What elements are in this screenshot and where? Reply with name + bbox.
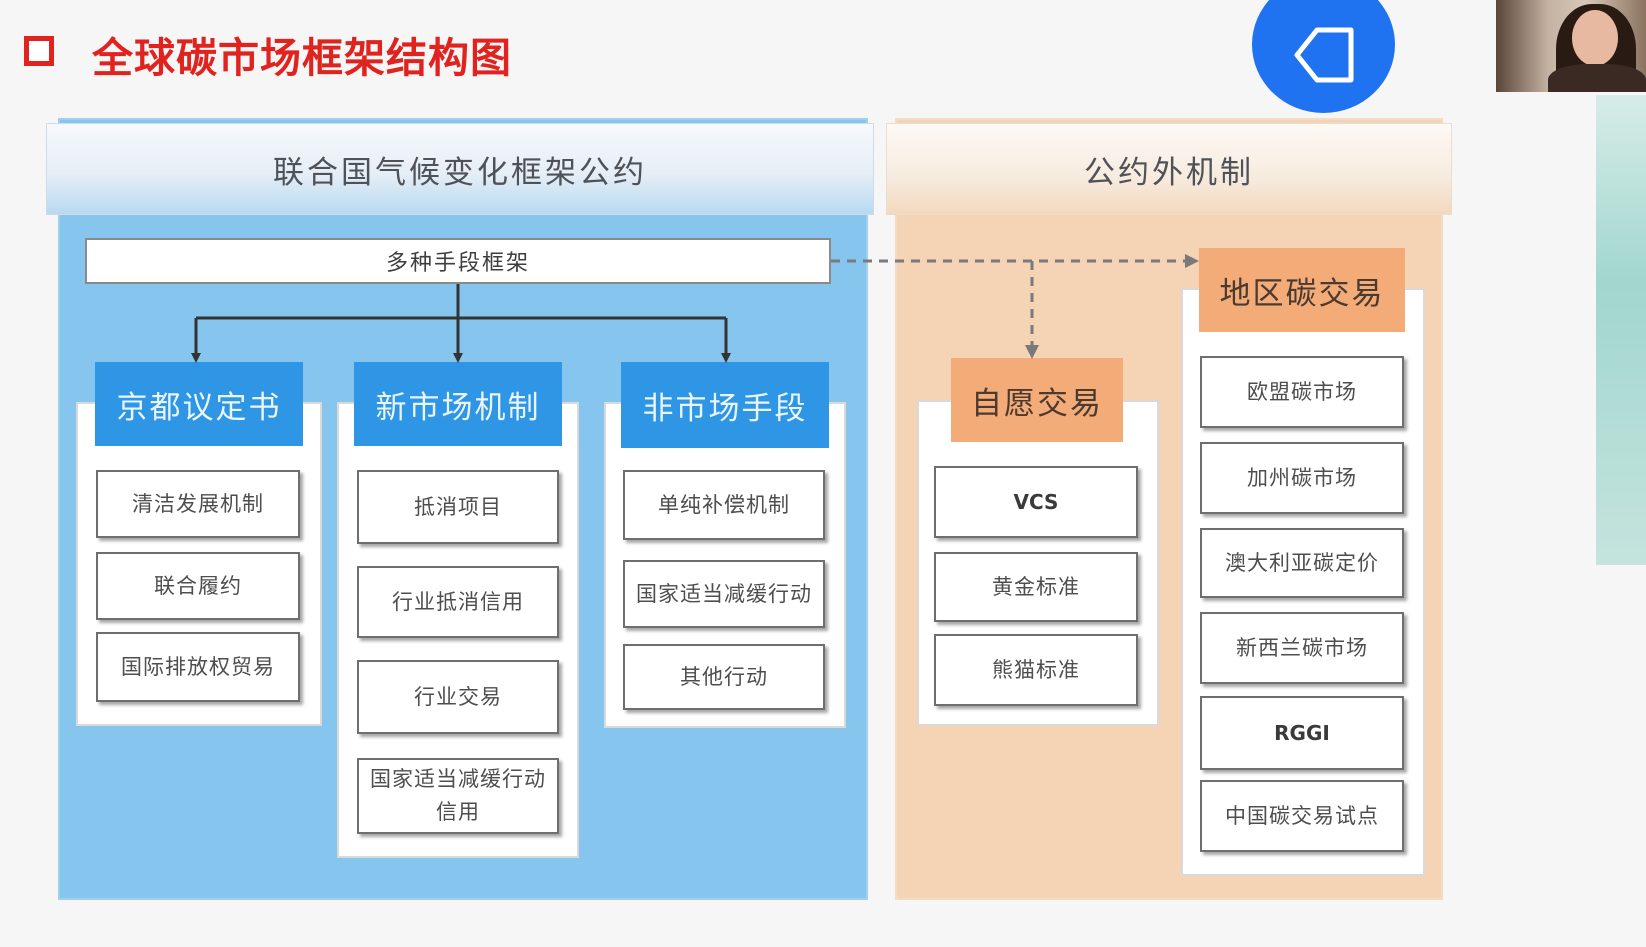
item-sector-offset-credits: 行业抵消信用 xyxy=(357,566,559,638)
unfccc-header: 联合国气候变化框架公约 xyxy=(46,123,874,215)
slide-title: 全球碳市场框架结构图 xyxy=(92,34,512,82)
item-nama: 国家适当减缓行动 xyxy=(623,560,825,628)
item-australia-pricing: 澳大利亚碳定价 xyxy=(1200,528,1404,598)
dashed-connectors xyxy=(831,254,1199,359)
item-new-zealand-market: 新西兰碳市场 xyxy=(1200,612,1404,684)
group-header-new-market: 新市场机制 xyxy=(354,362,562,446)
item-clean-development-mechanism: 清洁发展机制 xyxy=(96,470,300,538)
item-offset-projects: 抵消项目 xyxy=(357,470,559,544)
item-other-actions: 其他行动 xyxy=(623,644,825,710)
slide-edge-decoration xyxy=(1596,95,1646,565)
item-china-pilot-trading: 中国碳交易试点 xyxy=(1200,780,1404,852)
multi-means-framework-box: 多种手段框架 xyxy=(85,238,831,284)
group-header-non-market: 非市场手段 xyxy=(621,362,829,448)
item-california-market: 加州碳市场 xyxy=(1200,442,1404,514)
title-bullet-square-icon xyxy=(24,36,54,66)
item-sector-trading: 行业交易 xyxy=(357,660,559,734)
item-international-emissions-trading: 国际排放权贸易 xyxy=(96,632,300,702)
item-eu-ets: 欧盟碳市场 xyxy=(1200,356,1404,428)
group-header-regional: 地区碳交易 xyxy=(1199,248,1405,332)
item-rggi: RGGI xyxy=(1200,696,1404,770)
webcam-preview xyxy=(1496,0,1646,92)
item-gold-standard: 黄金标准 xyxy=(934,552,1138,622)
item-vcs: VCS xyxy=(934,466,1138,538)
item-pure-compensation: 单纯补偿机制 xyxy=(623,470,825,540)
item-joint-implementation: 联合履约 xyxy=(96,552,300,620)
back-arrow-icon xyxy=(1289,24,1359,90)
group-header-voluntary: 自愿交易 xyxy=(951,358,1123,442)
solid-connectors xyxy=(191,284,731,363)
back-button[interactable] xyxy=(1252,0,1395,113)
item-nama-credits: 国家适当减缓行动信用 xyxy=(357,758,559,834)
outer-mechanism-header: 公约外机制 xyxy=(886,123,1452,215)
item-panda-standard: 熊猫标准 xyxy=(934,634,1138,706)
group-header-kyoto: 京都议定书 xyxy=(95,362,303,446)
